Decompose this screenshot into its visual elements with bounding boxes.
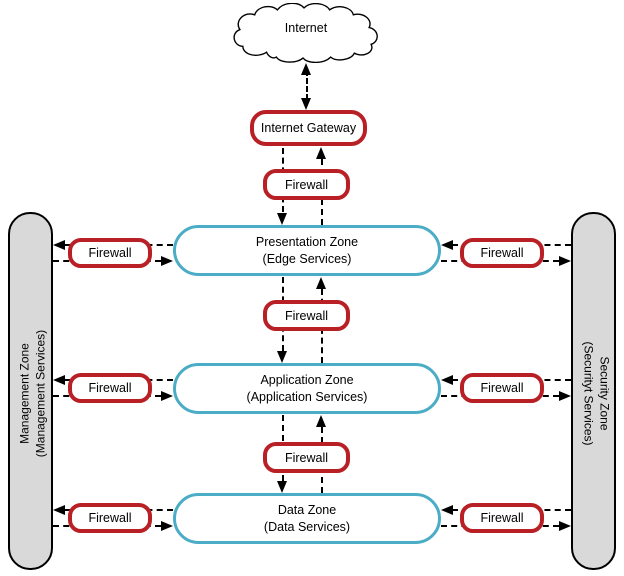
arrowhead-down-icon bbox=[301, 98, 311, 110]
firewall-gateway-node: Firewall bbox=[263, 169, 350, 200]
zone-name: Application Zone bbox=[260, 373, 354, 388]
arrowhead-up-icon bbox=[301, 63, 311, 75]
arrowhead-down-icon bbox=[277, 351, 287, 363]
zone-name: Data Zone bbox=[277, 503, 337, 518]
arrowhead-down-icon bbox=[277, 481, 287, 493]
arrowhead-left-icon bbox=[441, 240, 453, 250]
management-zone-label: Management Zone (Management Services) bbox=[10, 214, 55, 572]
presentation-zone-node: Presentation Zone (Edge Services) bbox=[173, 225, 441, 276]
management-zone-node: Management Zone (Management Services) bbox=[8, 212, 53, 570]
internet-gateway-label: Internet Gateway bbox=[260, 121, 357, 135]
arrowhead-left-icon bbox=[53, 240, 65, 250]
firewall-label: Firewall bbox=[88, 511, 132, 525]
internet-cloud-icon bbox=[233, 3, 378, 63]
sidebar-services: (Management Services) bbox=[32, 329, 47, 457]
arrowhead-left-icon bbox=[53, 375, 65, 385]
arrowhead-right-icon bbox=[161, 256, 173, 266]
firewall-label: Firewall bbox=[480, 381, 524, 395]
arrowhead-up-icon bbox=[316, 147, 326, 159]
arrowhead-right-icon bbox=[559, 256, 571, 266]
firewall-management-application-node: Firewall bbox=[68, 373, 152, 403]
connector-internet-gateway bbox=[306, 70, 308, 100]
sidebar-services: (Securityt Services) bbox=[581, 340, 596, 446]
firewall-application-security-node: Firewall bbox=[460, 373, 544, 403]
internet-gateway-node: Internet Gateway bbox=[250, 110, 367, 146]
firewall-management-presentation-node: Firewall bbox=[68, 238, 152, 268]
firewall-label: Firewall bbox=[284, 177, 329, 192]
arrowhead-left-icon bbox=[53, 505, 65, 515]
firewall-label: Firewall bbox=[480, 511, 524, 525]
internet-label: Internet bbox=[232, 21, 380, 35]
firewall-data-security-node: Firewall bbox=[460, 503, 544, 533]
firewall-application-data-node: Firewall bbox=[263, 442, 350, 473]
arrowhead-up-icon bbox=[316, 415, 326, 427]
arrowhead-right-icon bbox=[161, 391, 173, 401]
arrowhead-right-icon bbox=[559, 521, 571, 531]
firewall-presentation-application-node: Firewall bbox=[263, 300, 350, 331]
zone-services: (Edge Services) bbox=[262, 251, 352, 266]
firewall-label: Firewall bbox=[480, 246, 524, 260]
arrowhead-right-icon bbox=[559, 391, 571, 401]
firewall-label: Firewall bbox=[284, 450, 329, 465]
arrowhead-left-icon bbox=[441, 375, 453, 385]
firewall-label: Firewall bbox=[88, 246, 132, 260]
sidebar-name: Security Zone bbox=[597, 355, 612, 431]
zone-services: (Application Services) bbox=[246, 389, 368, 404]
firewall-management-data-node: Firewall bbox=[68, 503, 152, 533]
sidebar-name: Management Zone bbox=[16, 342, 31, 444]
internet-label-text: Internet bbox=[284, 21, 328, 35]
arrowhead-down-icon bbox=[277, 213, 287, 225]
application-zone-node: Application Zone (Application Services) bbox=[173, 363, 441, 414]
arrowhead-right-icon bbox=[161, 521, 173, 531]
arrowhead-left-icon bbox=[441, 505, 453, 515]
zone-services: (Data Services) bbox=[263, 519, 351, 534]
arrowhead-up-icon bbox=[316, 277, 326, 289]
security-zone-node: Security Zone (Securityt Services) bbox=[571, 212, 616, 570]
firewall-label: Firewall bbox=[284, 308, 329, 323]
security-zone-label: Security Zone (Securityt Services) bbox=[573, 214, 618, 572]
firewall-presentation-security-node: Firewall bbox=[460, 238, 544, 268]
data-zone-node: Data Zone (Data Services) bbox=[173, 493, 441, 544]
zone-name: Presentation Zone bbox=[255, 235, 359, 250]
firewall-label: Firewall bbox=[88, 381, 132, 395]
